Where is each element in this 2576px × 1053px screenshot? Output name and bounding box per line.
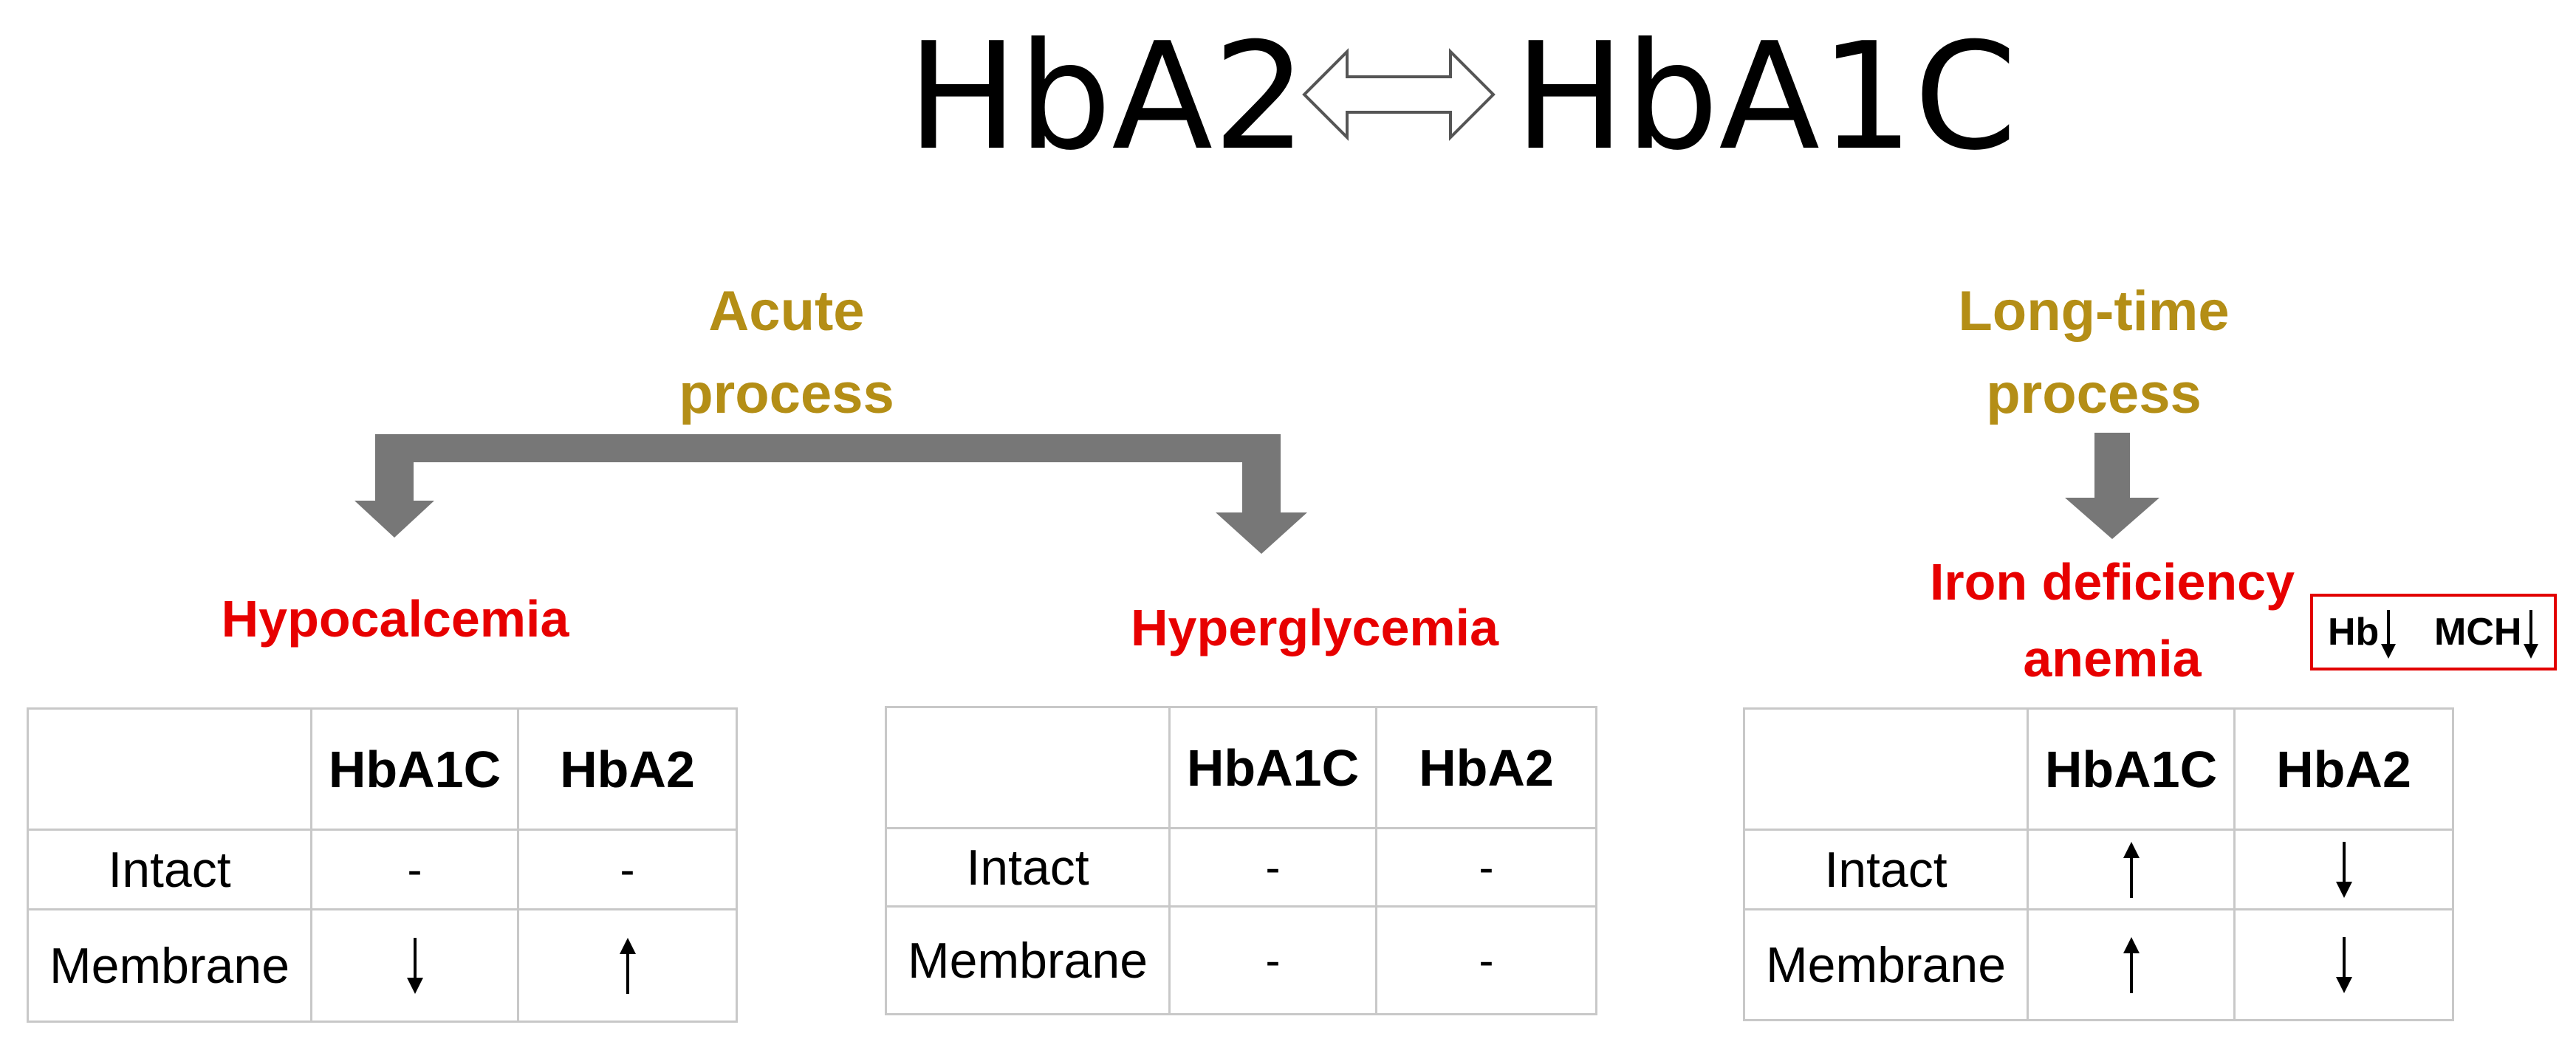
title-left: HbA2 [907,11,1307,183]
arrow-up-icon [619,937,636,994]
indicator-hb: Hb [2328,597,2398,668]
cell-membrane-hba2 [517,908,738,1023]
cell-membrane-hba1c [2027,908,2236,1021]
header-cell-blank [27,707,312,831]
longtime-process-line1: Long-time [1958,280,2230,343]
header-cell-blank [1743,707,2029,831]
row-label-intact: Intact [27,829,312,910]
ida-line2: anemia [2023,630,2202,687]
indicator-hb-label: Hb [2328,611,2380,654]
ida-line1: Iron deficiency [1929,553,2295,611]
arrow-down-icon [2335,936,2352,993]
arrow-up-icon [2123,936,2140,993]
cell-membrane-hba2 [2233,908,2454,1021]
longtime-process-line2: process [1986,363,2202,425]
header-cell-hba2: HbA2 [2233,707,2454,831]
header-cell-blank [885,706,1171,829]
cell-membrane-hba1c: - [1168,905,1377,1015]
acute-process-line1: Acute [708,280,865,343]
cell-intact-hba1c [2027,829,2236,910]
row-label-membrane: Membrane [27,908,312,1023]
double-arrow-icon [1301,47,1496,142]
longtime-down-arrow [2065,433,2159,539]
iron-deficiency-anemia-label: Iron deficiency anemia [1891,543,2334,697]
indicator-box: Hb MCH [2310,594,2557,670]
header-cell-hba1c: HbA1C [2027,707,2236,831]
cell-intact-hba2: - [517,829,738,910]
header-cell-hba1c: HbA1C [1168,706,1377,829]
arrow-down-icon [406,937,423,994]
header-cell-hba2: HbA2 [1375,706,1597,829]
cell-intact-hba1c: - [310,829,519,910]
hyperglycemia-label: Hyperglycemia [1130,599,1499,656]
row-label-membrane: Membrane [1743,908,2029,1021]
indicator-mch-label: MCH [2434,611,2522,654]
arrow-down-icon [2335,841,2352,898]
row-label-intact: Intact [1743,829,2029,910]
longtime-process-label: Long-time process [1920,270,2267,436]
acute-process-line2: process [679,363,894,425]
cell-membrane-hba1c [310,908,519,1023]
cell-membrane-hba2: - [1375,905,1597,1015]
cell-intact-hba2 [2233,829,2454,910]
acute-process-label: Acute process [635,270,938,436]
row-label-intact: Intact [885,827,1171,908]
row-label-membrane: Membrane [885,905,1171,1015]
cell-intact-hba2: - [1375,827,1597,908]
indicator-mch: MCH [2434,597,2541,668]
header-cell-hba2: HbA2 [517,707,738,831]
acute-split-arrow [354,434,1307,554]
cell-intact-hba1c: - [1168,827,1377,908]
hypocalcemia-label: Hypocalcemia [221,590,569,648]
arrow-down-icon [2381,610,2397,659]
arrow-down-icon [2524,610,2539,659]
title-right: HbA1C [1514,11,2018,183]
arrow-up-icon [2123,841,2140,898]
header-cell-hba1c: HbA1C [310,707,519,831]
